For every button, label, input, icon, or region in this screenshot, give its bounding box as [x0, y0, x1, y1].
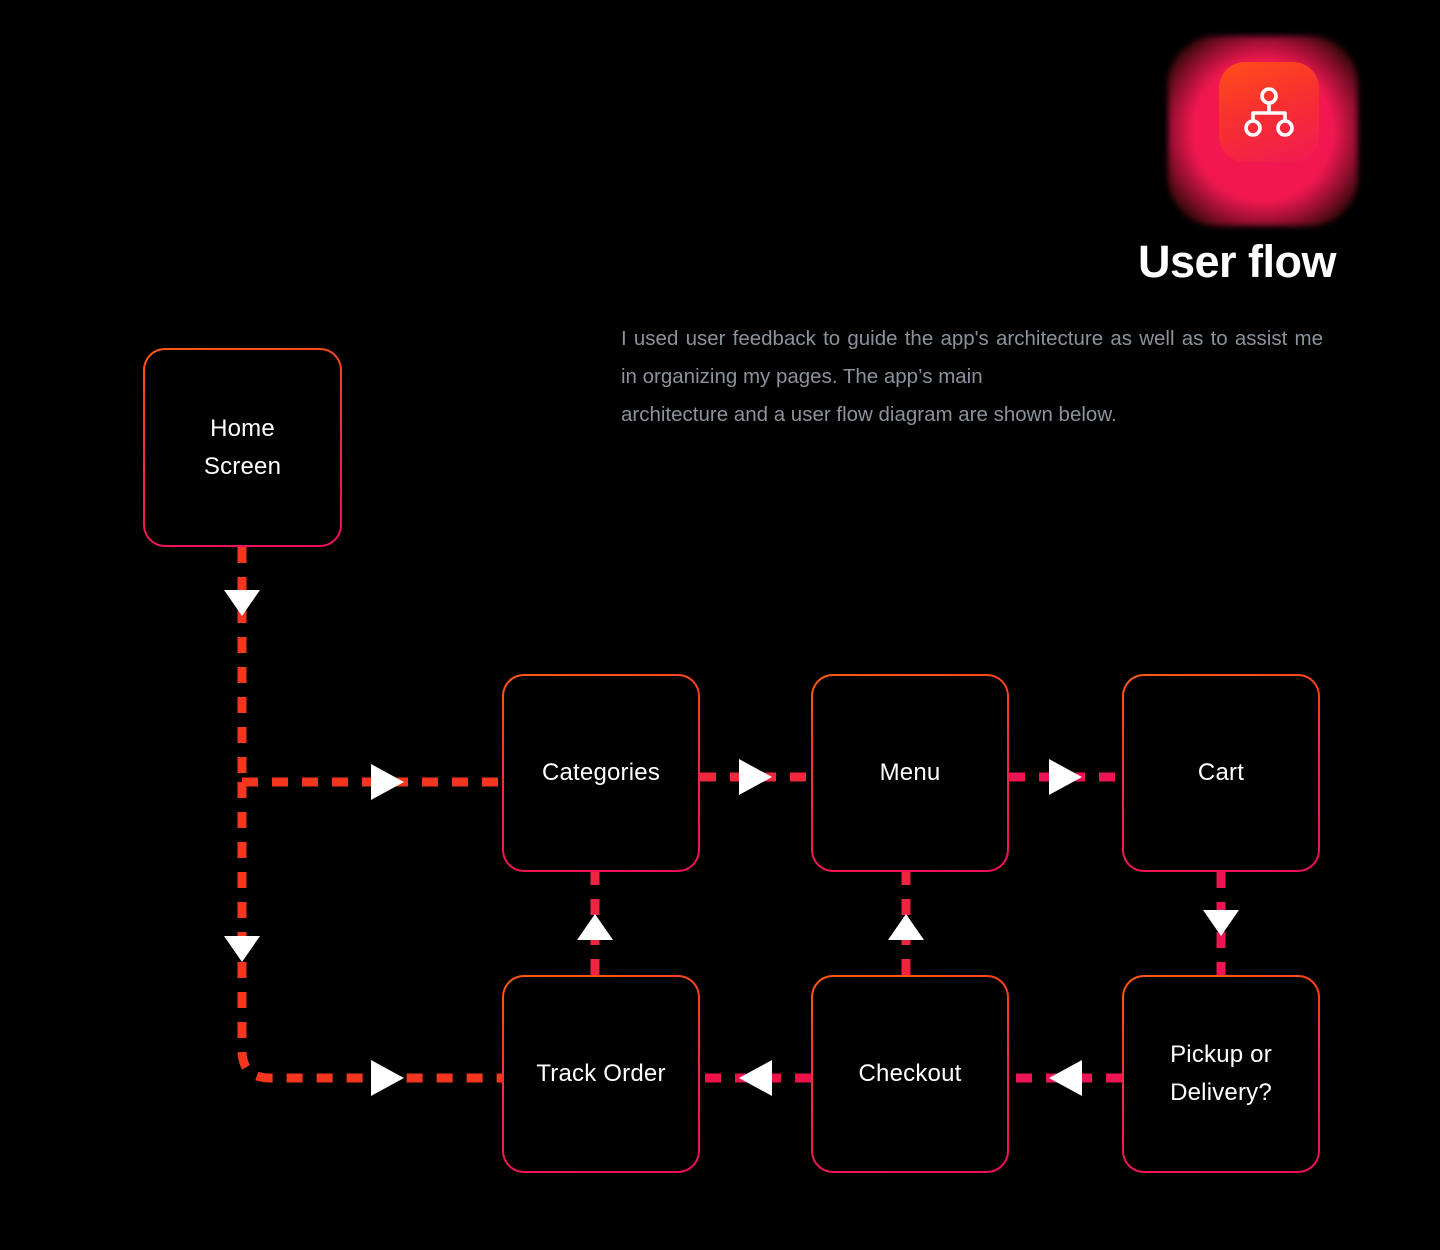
- flow-node-track-order-body: Track Order: [504, 977, 698, 1171]
- edge-home-to-categories: [224, 547, 502, 800]
- flow-node-categories-label: Categories: [541, 759, 661, 786]
- sitemap-icon: [1241, 84, 1297, 140]
- edge-pickup-to-checkout: [1009, 1060, 1122, 1096]
- flow-node-cart-body: Cart: [1124, 676, 1318, 870]
- flow-node-checkout[interactable]: Checkout: [811, 975, 1009, 1173]
- edge-cart-to-pickup: [1203, 872, 1239, 975]
- flow-node-home-screen-label: Home Screen: [203, 414, 282, 480]
- flow-node-home-screen[interactable]: Home Screen: [143, 348, 342, 547]
- intro-line-1: I used user feedback to guide the app's …: [621, 327, 1175, 350]
- flow-node-pickup-or-delivery-label: Pickup or Delivery?: [1170, 1041, 1272, 1106]
- intro-line-3: architecture and a user flow diagram are…: [621, 403, 1117, 426]
- edge-checkout-to-track-order: [700, 1060, 811, 1096]
- flow-node-menu[interactable]: Menu: [811, 674, 1009, 872]
- edge-checkout-to-menu: [888, 872, 924, 975]
- flow-node-pickup-or-delivery[interactable]: Pickup or Delivery?: [1122, 975, 1320, 1173]
- flow-node-pickup-or-delivery-body: Pickup or Delivery?: [1124, 977, 1318, 1171]
- page-title: User flow: [1137, 236, 1337, 287]
- flow-node-checkout-body: Checkout: [813, 977, 1007, 1171]
- flow-node-menu-label: Menu: [879, 759, 941, 786]
- flow-node-track-order-label: Track Order: [536, 1060, 666, 1087]
- flow-node-menu-body: Menu: [813, 676, 1007, 870]
- app-logo: [1168, 36, 1358, 226]
- flow-node-cart-label: Cart: [1197, 759, 1245, 786]
- flow-node-checkout-label: Checkout: [858, 1060, 962, 1087]
- intro-paragraph: I used user feedback to guide the app's …: [621, 320, 1323, 434]
- flow-node-home-screen-body: Home Screen: [145, 350, 340, 545]
- flow-node-categories-body: Categories: [504, 676, 698, 870]
- edge-categories-to-menu: [700, 759, 811, 795]
- flow-node-cart[interactable]: Cart: [1122, 674, 1320, 872]
- flow-node-track-order[interactable]: Track Order: [502, 975, 700, 1173]
- edge-track-order-to-categories: [577, 872, 613, 975]
- logo-tile: [1219, 62, 1319, 162]
- flow-node-categories[interactable]: Categories: [502, 674, 700, 872]
- edge-menu-to-cart: [1009, 759, 1122, 795]
- edge-home-to-track-order: [224, 782, 502, 1096]
- intro-line-2: as to assist me in organizing my pages. …: [621, 327, 1323, 388]
